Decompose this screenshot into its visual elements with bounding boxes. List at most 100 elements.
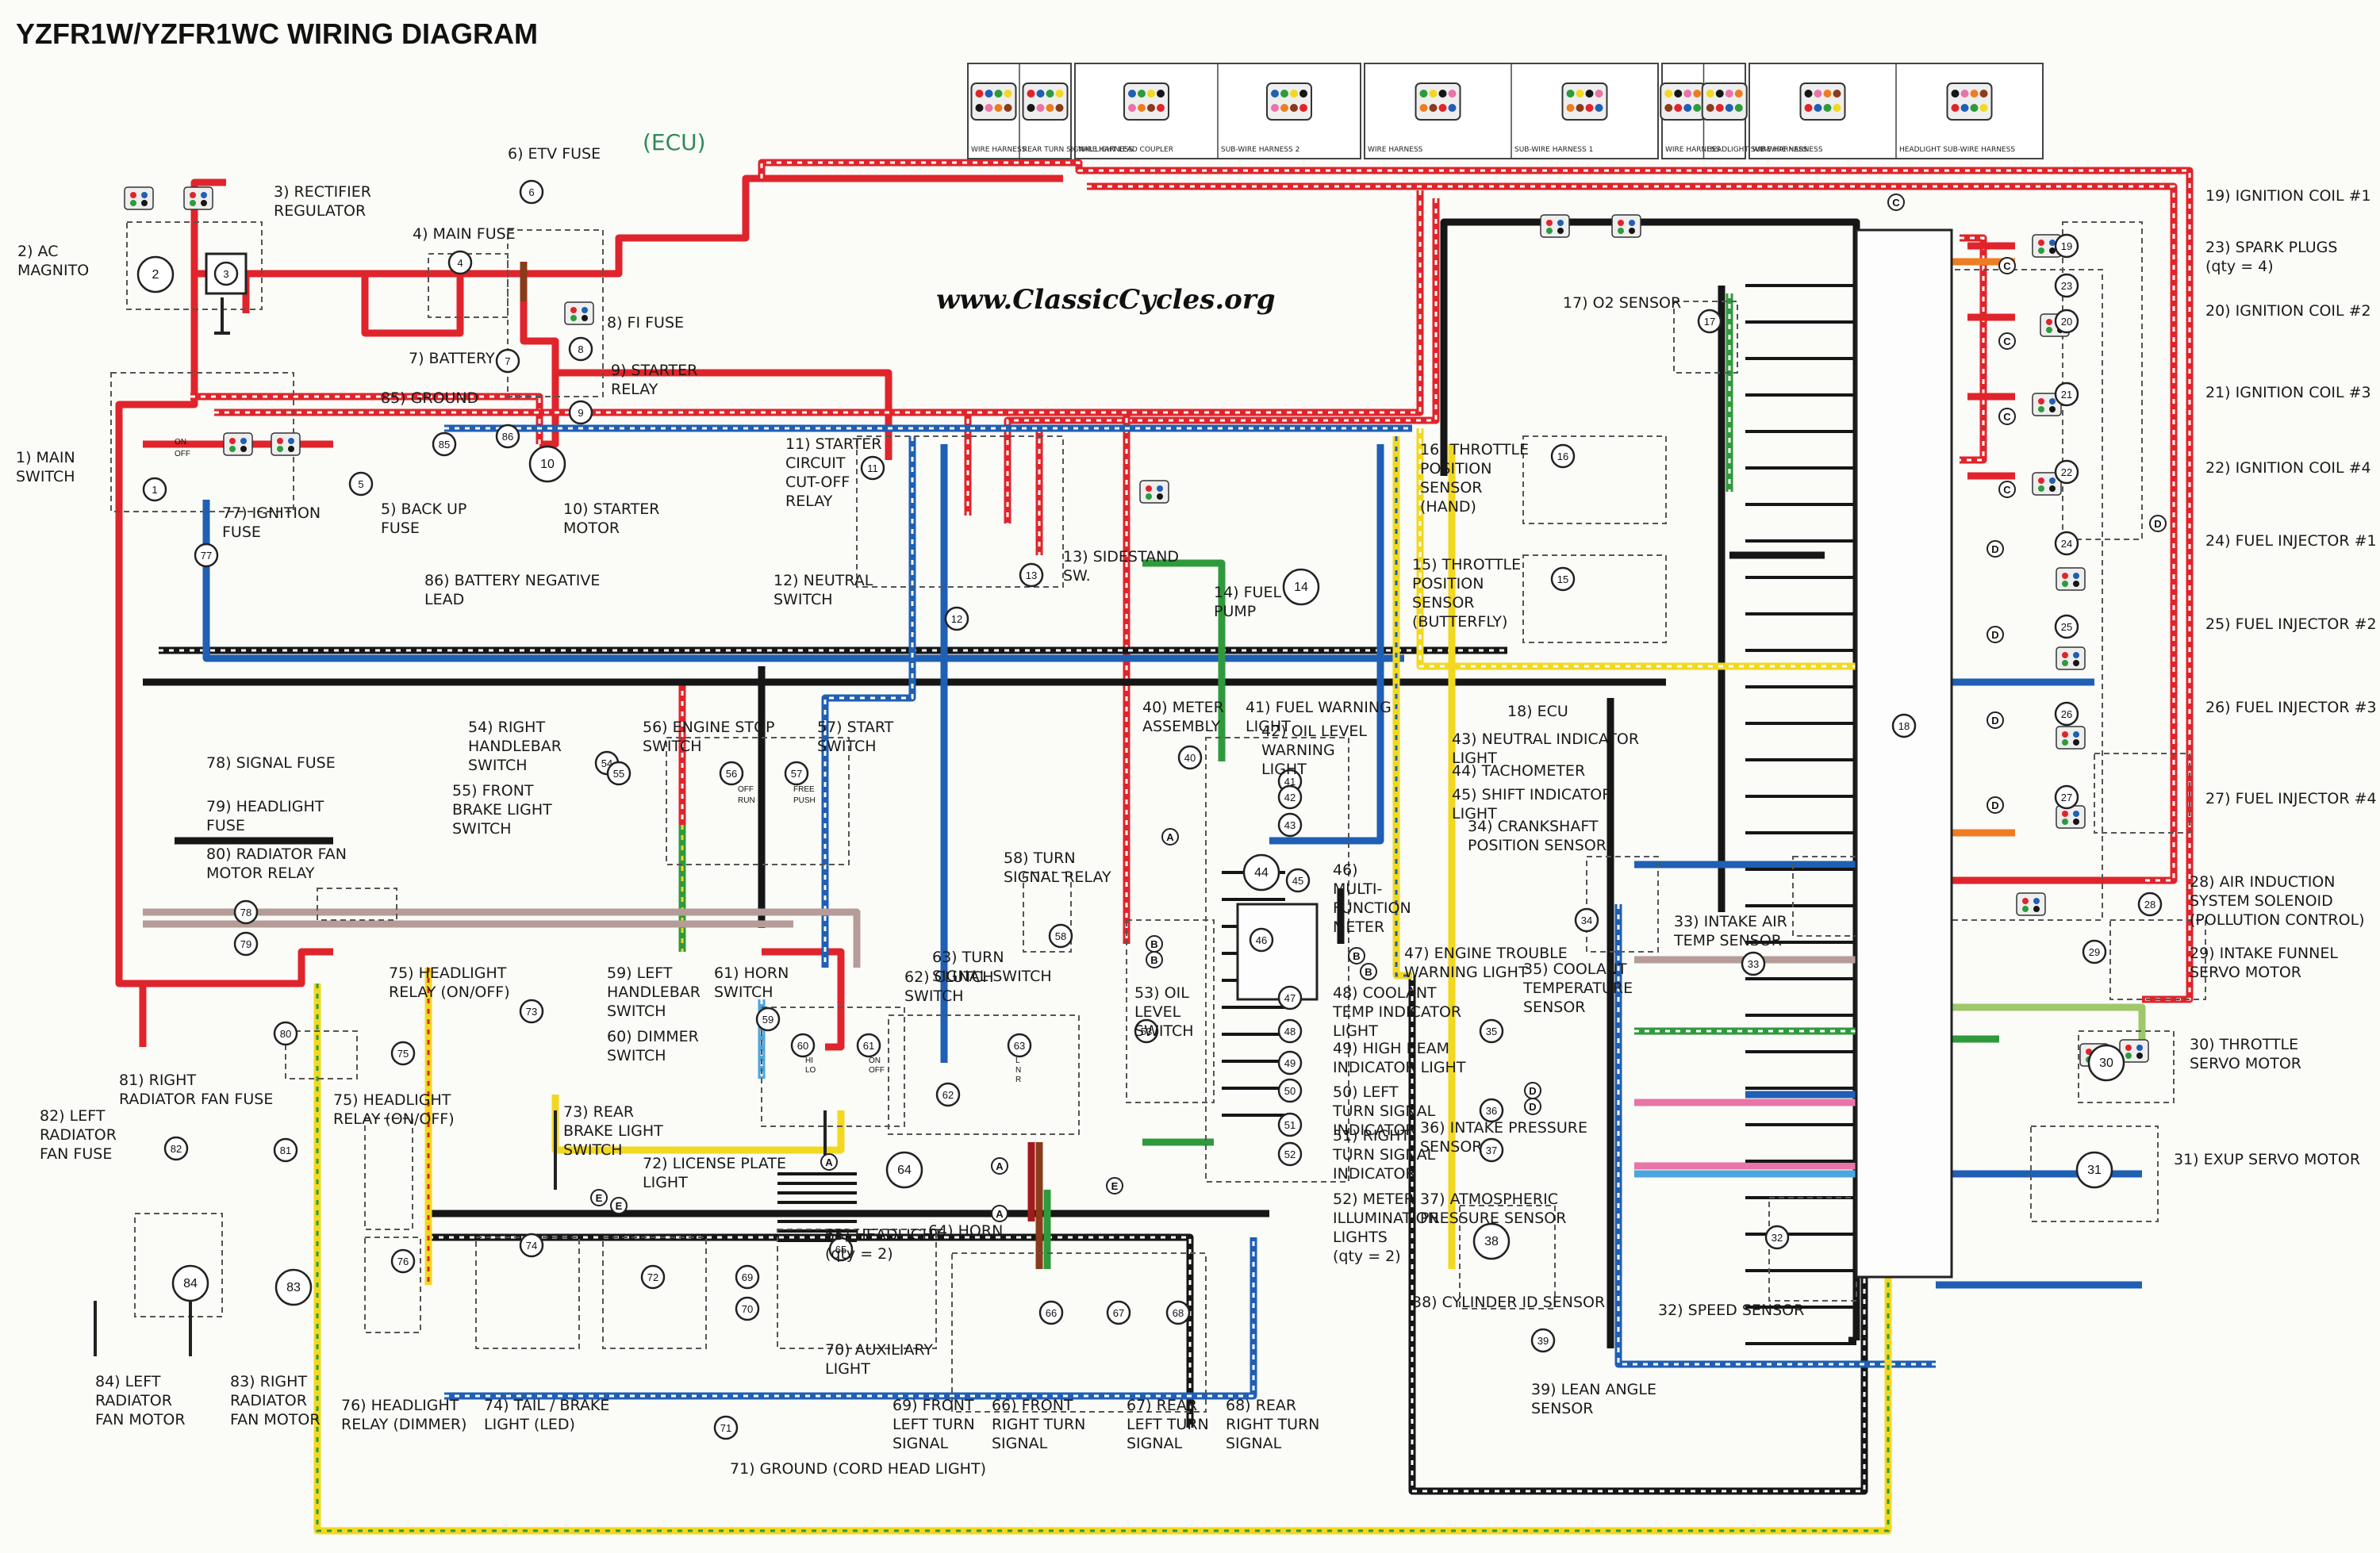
component-label: 68) REAR RIGHT TURN SIGNAL (1226, 1397, 1320, 1452)
component-label: 22) IGNITION COIL #4 (2205, 459, 2371, 477)
connector-icon (1701, 82, 1748, 121)
component-box (888, 1014, 1080, 1135)
component-number: 20 (2061, 316, 2072, 328)
component-number: 47 (1284, 992, 1296, 1004)
connector-icon (1799, 82, 1846, 121)
component-node: 10 (528, 445, 566, 483)
wire-grayish (143, 908, 861, 968)
component-number: 78 (240, 907, 251, 918)
switch-position-term: L (1015, 1056, 1020, 1065)
component-number: 75 (397, 1048, 409, 1060)
legend-caption: HEADLIGHT SUB-WIRE HARNESS (1706, 146, 1823, 154)
component-label: 1) MAIN SWITCH (16, 449, 75, 485)
switch-position-term: LO (805, 1066, 816, 1075)
component-node: 3 (213, 261, 239, 286)
component-node: 82 (163, 1136, 189, 1161)
component-node: 43 (1277, 812, 1303, 838)
component-label: 36) INTAKE PRESSURE SENSOR (1420, 1119, 1587, 1156)
component-node: 24 (2054, 531, 2079, 556)
junction-marker: C (1998, 408, 2016, 425)
junction-marker: C (1998, 332, 2016, 350)
wire-green (1142, 559, 1226, 761)
component-number: 43 (1284, 819, 1296, 831)
component-node: 4 (447, 250, 473, 275)
component-label: 2) AC MAGNITO (17, 243, 90, 279)
connector-icon (1415, 82, 1461, 121)
junction-marker: A (991, 1157, 1008, 1175)
component-number: 50 (1284, 1085, 1296, 1097)
component-number: 23 (2061, 280, 2072, 292)
component-number: 70 (742, 1303, 753, 1315)
junction-letter: D (1529, 1085, 1536, 1097)
junction-marker: E (1106, 1177, 1123, 1194)
component-node: 66 (1038, 1300, 1064, 1325)
component-label: 81) RIGHT RADIATOR FAN FUSE (119, 1072, 274, 1108)
switch-position-term: ON (869, 1056, 881, 1065)
component-node: 63 (1007, 1033, 1032, 1058)
component-label: 27) FUEL INJECTOR #4 (2205, 790, 2377, 807)
component-label: 13) SIDESTAND SW. (1063, 548, 1179, 585)
component-node: 85 (432, 431, 457, 457)
component-node: 25 (2054, 614, 2079, 639)
component-label: 11) STARTER CIRCUIT CUT-OFF RELAY (785, 435, 882, 510)
wire-red (1087, 182, 2178, 884)
component-label: 37) ATMOSPHERIC PRESSURE SENSOR (1420, 1191, 1567, 1227)
junction-marker: B (1348, 947, 1365, 964)
component-box (777, 1229, 937, 1349)
component-number: 16 (1557, 451, 1568, 462)
component-node: 45 (1285, 868, 1311, 893)
component-number: 33 (1748, 958, 1759, 970)
component-label: 42) OIL LEVEL WARNING LIGHT (1261, 723, 1367, 778)
connector-icon (970, 82, 1017, 121)
junction-marker: C (1887, 194, 1905, 211)
junction-letter: E (1111, 1180, 1119, 1192)
component-number: 56 (726, 768, 737, 780)
component-box (1205, 737, 1349, 1183)
component-node: 47 (1277, 985, 1303, 1010)
connector-icon (564, 301, 594, 325)
connector-icon (1611, 214, 1641, 238)
wire-main-red (115, 174, 1063, 987)
component-label: 71) GROUND (CORD HEAD LIGHT) (730, 1460, 986, 1478)
component-node: 59 (755, 1007, 781, 1032)
component-number: 67 (1113, 1307, 1124, 1319)
switch-position-term: R (1015, 1076, 1021, 1084)
component-node: 48 (1277, 1018, 1303, 1044)
component-node: 77 (194, 543, 219, 568)
component-label: 62) CLUTCH SWITCH (904, 968, 994, 1005)
component-number: 63 (1014, 1040, 1025, 1052)
component-number: 42 (1284, 792, 1296, 803)
component-label: 45) SHIFT INDICATOR LIGHT (1452, 786, 1613, 823)
component-box (134, 1213, 223, 1317)
connector-icon (271, 432, 301, 456)
component-node: 22 (2054, 459, 2079, 485)
component-number: 32 (1772, 1232, 1783, 1244)
junction-marker: D (2149, 515, 2167, 532)
component-node: 84 (171, 1264, 209, 1302)
component-box (2062, 221, 2143, 540)
component-node: 75 (390, 1041, 416, 1066)
component-node: 19 (2054, 233, 2079, 259)
wire-stripe (1006, 198, 1438, 523)
component-label: 78) SIGNAL FUSE (206, 754, 336, 772)
component-box (317, 888, 397, 921)
junction-letter: C (2003, 484, 2011, 496)
component-number: 79 (240, 938, 251, 950)
component-number: 86 (502, 431, 513, 443)
component-node: 57 (784, 761, 809, 786)
junction-letter: C (1892, 197, 1900, 209)
component-label: 46) MULTI- FUNCTION METER (1333, 861, 1411, 936)
junction-marker: D (1987, 711, 2004, 729)
connector-icon (1561, 82, 1608, 121)
component-number: 52 (1284, 1148, 1296, 1160)
component-box (1586, 856, 1659, 953)
component-label: 8) FI FUSE (607, 314, 685, 332)
connector-icon (2056, 805, 2086, 829)
junction-marker: A (991, 1205, 1008, 1222)
component-label: 26) FUEL INJECTOR #3 (2205, 699, 2377, 716)
wire-stripe (1395, 436, 1412, 977)
component-number: 72 (647, 1271, 658, 1283)
component-number: 36 (1486, 1105, 1497, 1117)
component-box (666, 737, 850, 865)
component-node: 33 (1741, 951, 1766, 976)
